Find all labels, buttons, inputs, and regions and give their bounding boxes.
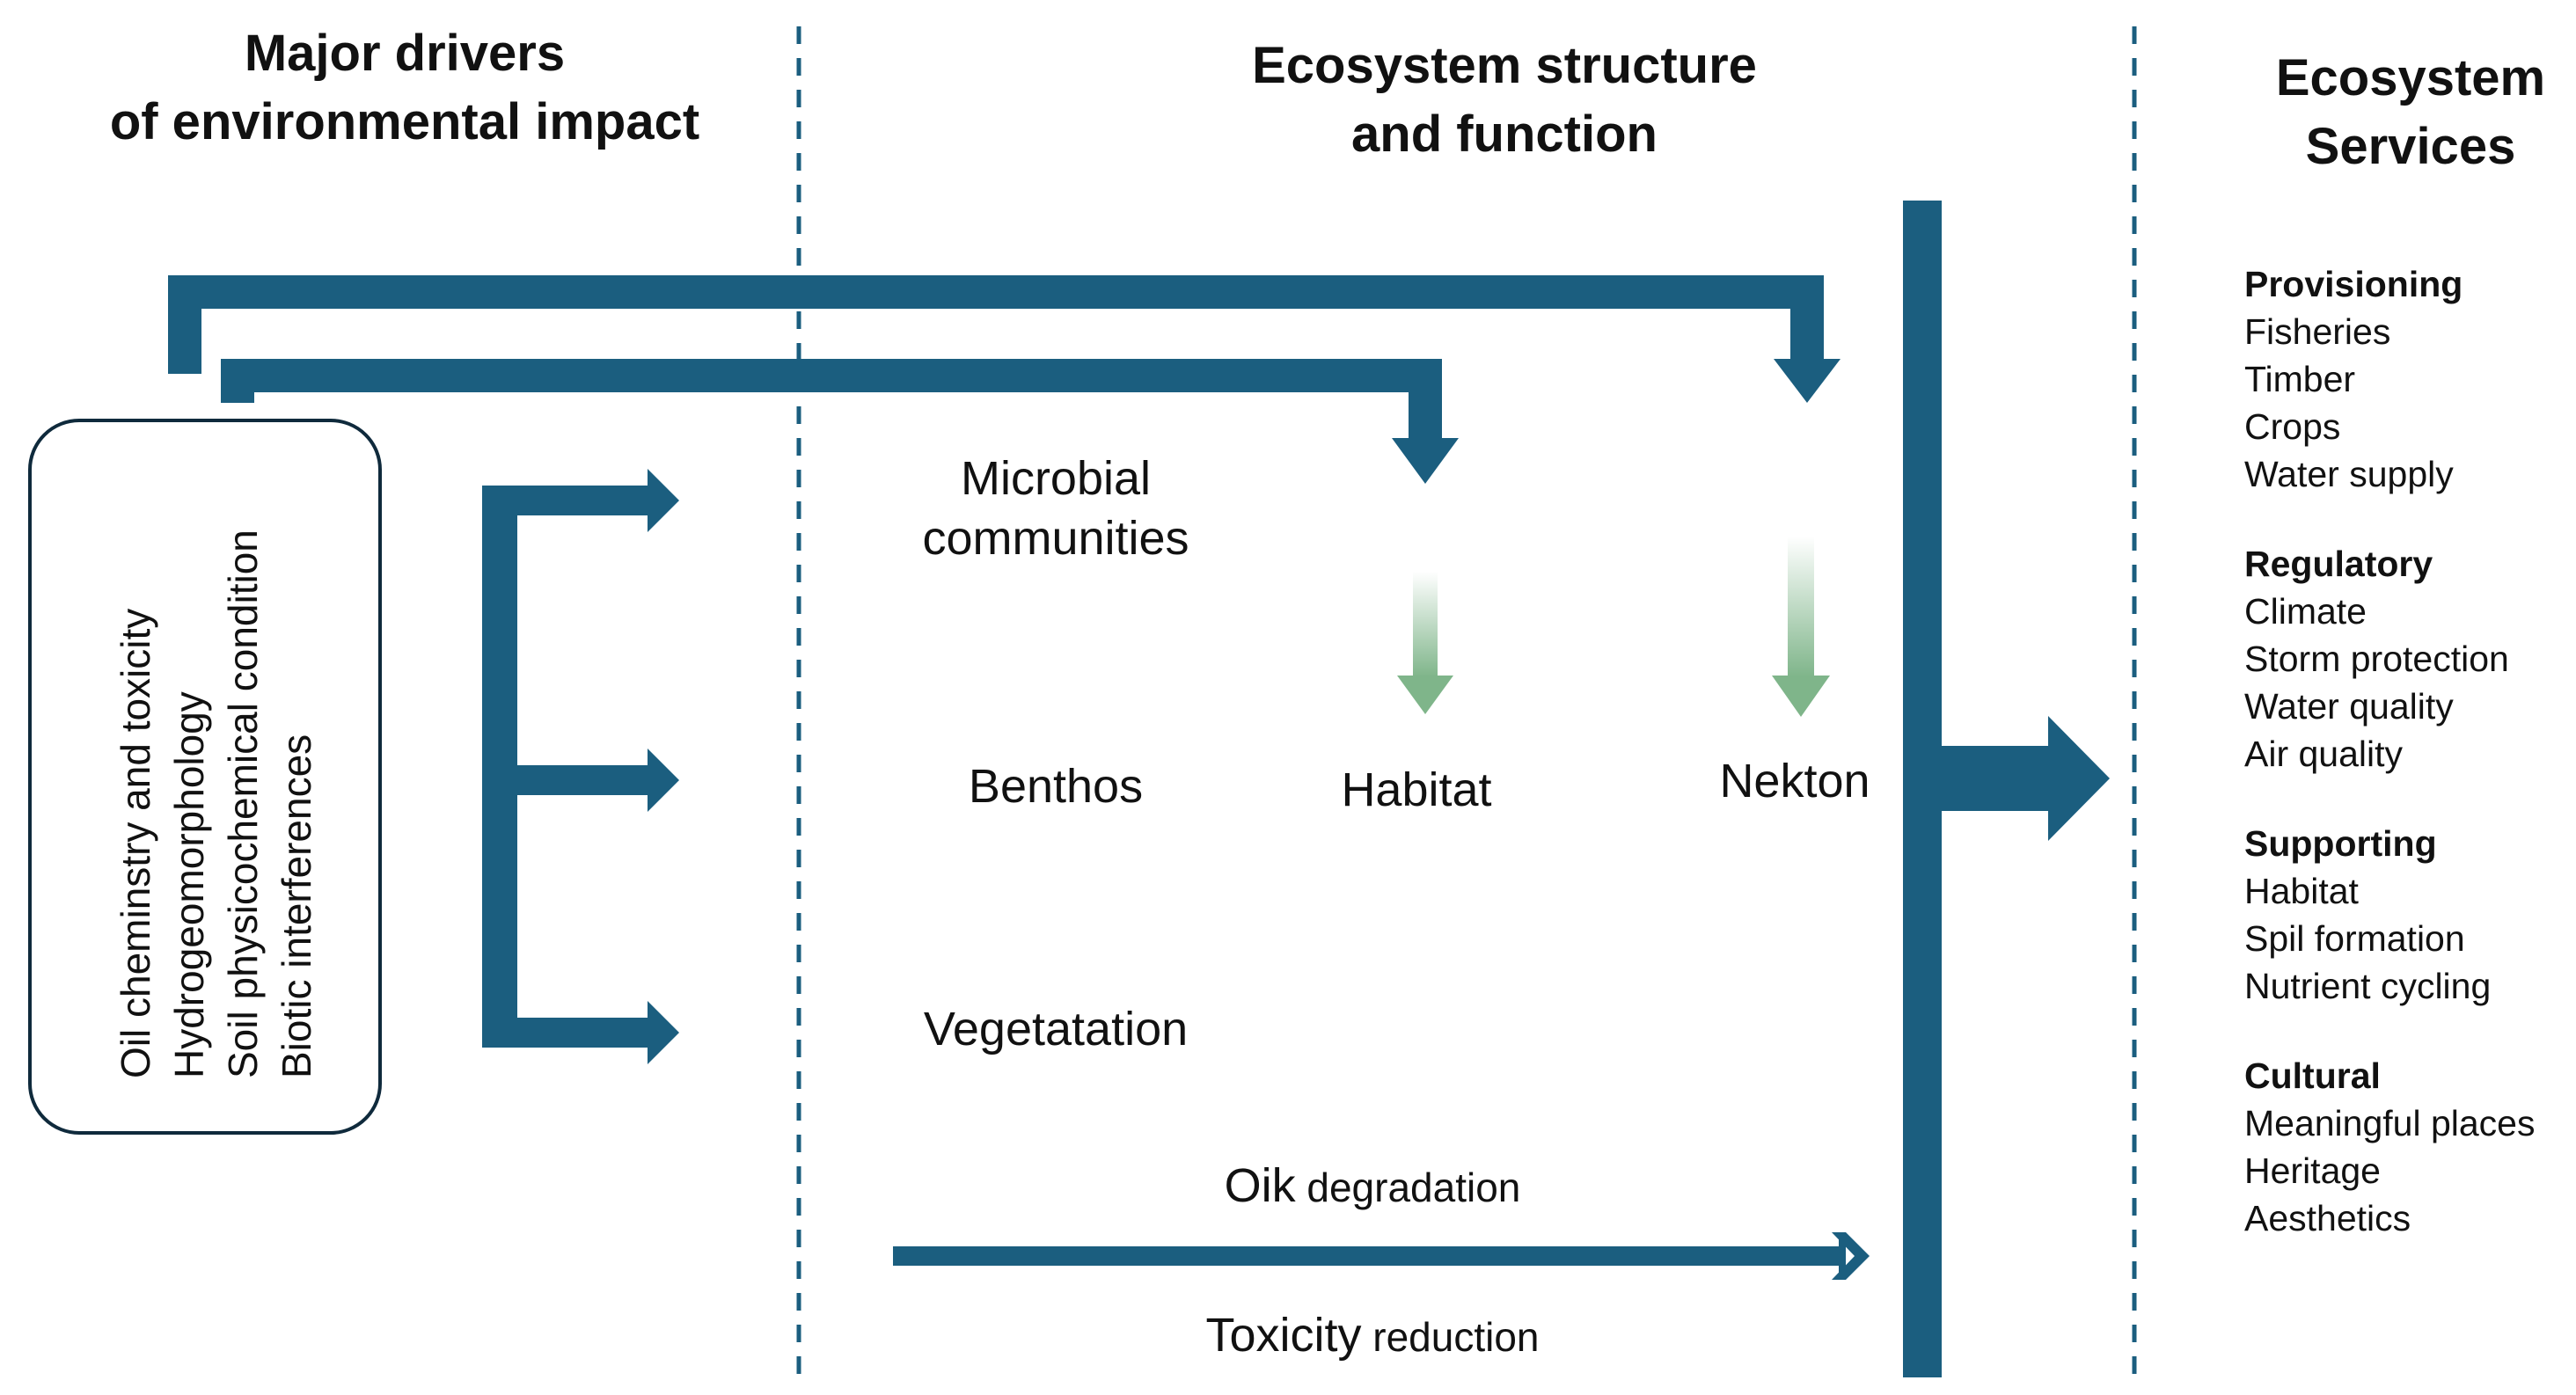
fork-bottom-head [648,1001,679,1064]
bracket-arrow-to-habitat [221,359,1442,440]
fork-bottom-bar [482,1018,649,1048]
microbial-line2: communities [922,512,1189,565]
service-item: Storm protection [2244,639,2509,679]
service-item: Crops [2244,406,2341,447]
service-item: Nutrient cycling [2244,966,2492,1006]
fade-arrow-nekton-shaft [1788,537,1814,677]
bracket-arrow-to-nekton [168,275,1824,374]
fork-top-head [648,469,679,532]
collector-bar [1903,201,1942,1377]
fork-top-bar [482,486,649,515]
driver-hydrogeomorphology: Hydrogeomorphology [166,691,212,1078]
services-arrow-head [2048,716,2110,841]
fork-mid-bar [517,765,649,795]
driver-biotic-interferences: Biotic interferences [274,734,319,1078]
structure-column-title: Ecosystem structure and function [1170,32,1839,169]
drivers-column-title: Major drivers of environmental impact [35,19,774,157]
driver-oil-chemistry: Oil cheminstry and toxicity [113,608,158,1078]
structure-title-line1: Ecosystem structure [1252,37,1757,94]
services-list: Provisioning Fisheries Timber Crops Wate… [2244,260,2570,1284]
services-arrow-shaft [1940,746,2054,811]
service-item: Aesthetics [2244,1198,2411,1238]
drivers-title-line2: of environmental impact [109,93,700,150]
node-microbial-communities: Microbial communities [897,449,1214,568]
node-habitat: Habitat [1341,763,1492,816]
driver-soil-condition: Soil physicochemical condition [220,530,266,1078]
node-vegetation: Vegetatation [923,1003,1189,1055]
service-group-regulatory: Regulatory Climate Storm protection Wate… [2244,540,2570,778]
service-heading: Regulatory [2244,544,2433,584]
fork-spine [482,486,517,1047]
service-item: Water quality [2244,686,2454,727]
fade-arrow-habitat-head [1397,676,1453,714]
drivers-list: Oil cheminstry and toxicity Hydrogeomorp… [109,445,324,1078]
service-item: Water supply [2244,454,2454,494]
service-group-supporting: Supporting Habitat Spil formation Nutrie… [2244,820,2570,1010]
label-oil-degradation: Oik degradation [1224,1159,1521,1212]
service-item: Fisheries [2244,311,2391,352]
label-toxicity-reduction: Toxicity reduction [1205,1309,1540,1362]
fade-arrow-habitat-shaft [1413,572,1438,677]
service-item: Meaningful places [2244,1103,2536,1143]
process-arrow-head [1839,1238,1846,1274]
microbial-line1: Microbial [960,452,1152,505]
services-column-title: Ecosystem Services [2226,44,2576,181]
service-item: Heritage [2244,1150,2381,1191]
node-benthos: Benthos [968,760,1144,813]
service-item: Spil formation [2244,918,2465,959]
fade-arrow-nekton-head [1772,676,1830,717]
fork-mid-head [648,749,679,812]
drivers-title-line1: Major drivers [244,25,566,82]
service-heading: Supporting [2244,823,2437,864]
node-nekton: Nekton [1719,755,1870,807]
service-heading: Cultural [2244,1055,2381,1096]
drivers-box [28,419,382,1135]
arrowhead-nekton [1774,359,1841,403]
service-group-cultural: Cultural Meaningful places Heritage Aest… [2244,1052,2570,1242]
service-item: Habitat [2244,871,2359,911]
service-item: Climate [2244,591,2367,632]
service-item: Air quality [2244,734,2404,774]
structure-title-line2: and function [1351,106,1658,163]
service-group-provisioning: Provisioning Fisheries Timber Crops Wate… [2244,260,2570,498]
process-arrow-shaft [893,1246,1843,1266]
services-title-line1: Ecosystem [2275,49,2546,106]
arrowhead-habitat [1392,438,1459,484]
services-title-line2: Services [2305,118,2516,175]
process-arrow-tip [1832,1232,1870,1280]
service-heading: Provisioning [2244,264,2463,304]
service-item: Timber [2244,359,2356,399]
